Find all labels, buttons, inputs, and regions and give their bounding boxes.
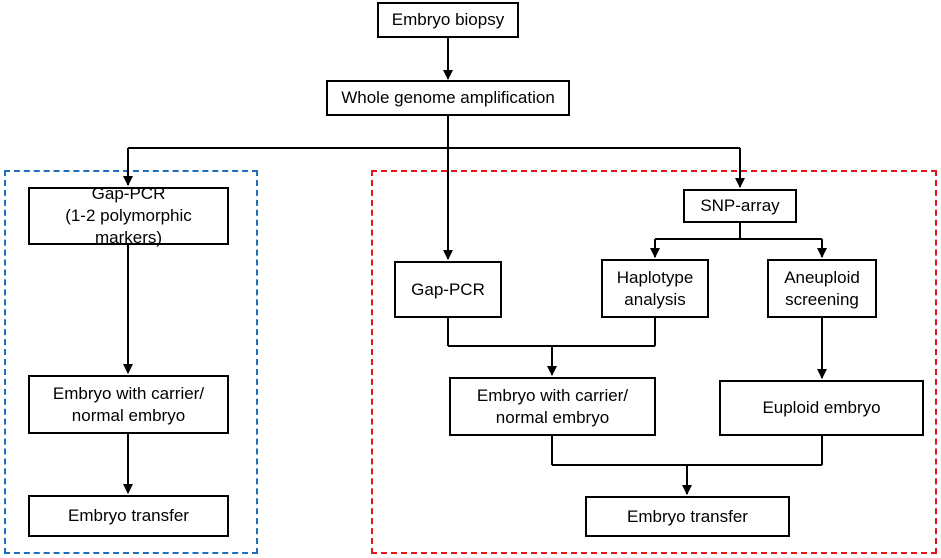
right-pathway-region	[371, 170, 937, 554]
node-label-line-2: screening	[785, 289, 859, 309]
node-label-line-2: normal embryo	[71, 405, 186, 425]
left-pathway-region	[4, 170, 258, 554]
node-label: Euploid embryo	[762, 398, 881, 417]
node-label-line-1: Embryo with carrier/	[52, 383, 205, 403]
node-label-line-1: Aneuploid	[784, 267, 860, 287]
right-embryo-carrier-box: Embryo with carrier/ normal embryo	[449, 377, 656, 436]
node-label-line-2: (1-2 polymorphic markers)	[65, 206, 192, 247]
node-label: Whole genome amplification	[341, 88, 555, 107]
left-gap-pcr-box: Gap-PCR (1-2 polymorphic markers)	[28, 184, 229, 247]
left-embryo-transfer-box: Embryo transfer	[28, 495, 229, 537]
node-label-line-1: Gap-PCR	[91, 184, 166, 203]
node-label-line-2: normal embryo	[495, 407, 610, 427]
node-label: Gap-PCR	[411, 279, 485, 299]
node-label: Embryo transfer	[627, 506, 748, 526]
node-label: Embryo biopsy	[391, 10, 505, 29]
haplotype-analysis-box: Haplotype analysis	[601, 259, 709, 318]
snp-array-box: SNP-array	[683, 189, 797, 223]
node-label-line-1: Haplotype	[616, 267, 694, 287]
right-gap-pcr-box: Gap-PCR	[394, 261, 502, 318]
node-label-line-2: analysis	[624, 289, 686, 309]
node-label: SNP-array	[700, 196, 780, 215]
right-embryo-transfer-box: Embryo transfer	[585, 496, 790, 537]
embryo-biopsy-box: Embryo biopsy	[377, 2, 519, 38]
euploid-embryo-box: Euploid embryo	[719, 380, 924, 436]
left-embryo-carrier-box: Embryo with carrier/ normal embryo	[28, 375, 229, 434]
aneuploid-screening-box: Aneuploid screening	[767, 259, 877, 318]
node-label: Embryo transfer	[68, 506, 189, 525]
whole-genome-amplification-box: Whole genome amplification	[326, 80, 570, 116]
node-label-line-1: Embryo with carrier/	[476, 385, 629, 405]
